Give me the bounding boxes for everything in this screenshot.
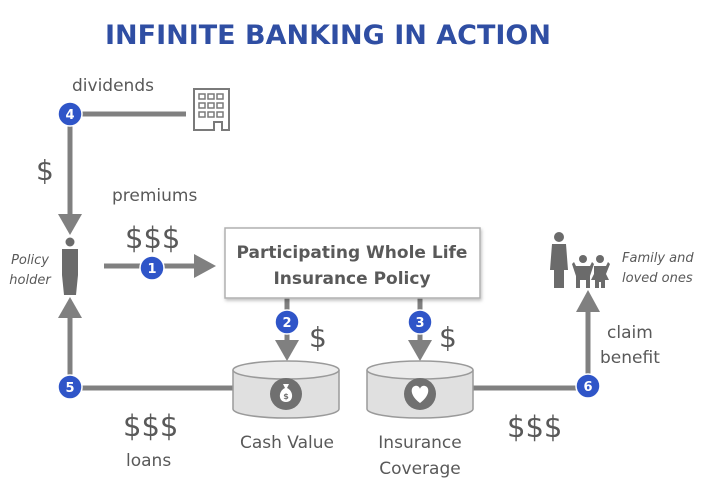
insurance-coverage-cylinder — [366, 360, 474, 419]
arrowhead-down — [58, 214, 82, 235]
family-icon — [550, 232, 610, 288]
svg-text:3: 3 — [415, 316, 424, 331]
diagram-title: INFINITE BANKING IN ACTION — [105, 20, 551, 51]
step-badge-2: 2 — [274, 309, 300, 335]
svg-text:$: $ — [283, 392, 289, 401]
dividend-amount: $ — [36, 154, 54, 187]
policy-holder-label-2: holder — [9, 273, 52, 288]
person-icon — [62, 237, 78, 295]
family-label-2: loved ones — [622, 271, 693, 286]
step-badge-5: 5 — [57, 374, 83, 400]
loans-label: loans — [126, 451, 171, 471]
step-badge-6: 6 — [575, 373, 601, 399]
dividends-label: dividends — [72, 76, 154, 96]
svg-text:5: 5 — [65, 381, 74, 396]
arrowhead-up — [576, 290, 600, 312]
svg-text:1: 1 — [147, 262, 156, 277]
arrowhead-down — [275, 340, 299, 361]
policy-box — [224, 227, 481, 299]
coverage-label-2: Coverage — [379, 459, 460, 479]
loans-amount: $$$ — [123, 409, 178, 443]
coverage-amount: $ — [439, 321, 457, 354]
policy-title-line2: Insurance Policy — [273, 269, 430, 289]
cash-value-cylinder: $ — [232, 360, 340, 419]
step-badges: 1 2 3 4 5 6 — [57, 101, 601, 400]
premium-amount: $$$ — [125, 221, 180, 255]
claim-label-1: claim — [607, 323, 653, 343]
arrowheads — [58, 214, 600, 361]
arrowhead-right — [194, 254, 216, 278]
step-badge-4: 4 — [57, 101, 83, 127]
premiums-label: premiums — [112, 186, 197, 206]
coverage-label-1: Insurance — [378, 433, 461, 453]
svg-text:2: 2 — [282, 316, 291, 331]
cash-value-amount: $ — [309, 321, 327, 354]
cash-value-label: Cash Value — [240, 433, 334, 453]
svg-text:4: 4 — [65, 108, 74, 123]
arrowhead-up — [58, 297, 82, 318]
svg-text:6: 6 — [583, 380, 592, 395]
step-badge-3: 3 — [407, 309, 433, 335]
family-label-1: Family and — [622, 251, 694, 266]
policy-holder-label-1: Policy — [11, 253, 49, 268]
policy-title-line1: Participating Whole Life — [237, 243, 468, 263]
step-badge-1: 1 — [139, 255, 165, 281]
claim-amount: $$$ — [507, 410, 562, 444]
building-icon — [193, 88, 230, 131]
claim-label-2: benefit — [600, 348, 660, 368]
arrowhead-down — [408, 340, 432, 361]
